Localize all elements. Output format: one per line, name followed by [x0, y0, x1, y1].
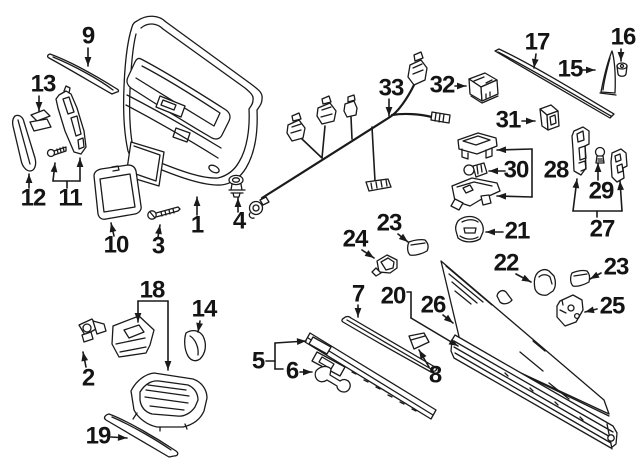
door-trim-panel-art [122, 15, 263, 187]
pad-23-left-art [406, 238, 429, 256]
clip-2-art [78, 318, 107, 343]
clip-13-art [29, 109, 52, 132]
clip-8-art [408, 332, 430, 350]
cover-21-art [454, 215, 484, 243]
grommet-16-art [616, 62, 628, 77]
hook-6-art [314, 365, 351, 393]
screw-3-art [147, 206, 181, 220]
pocket-18-art [111, 315, 208, 432]
wiring-harness-33-art [248, 51, 451, 219]
bracket-25-art [556, 294, 584, 327]
strip-12-art [11, 114, 37, 172]
sunshade-26-art [440, 260, 618, 450]
bracket-11-art [46, 85, 87, 158]
strip-7-art [341, 315, 438, 373]
cover-10-art [93, 164, 142, 220]
retainer-4-art [228, 174, 246, 198]
leader-lines [25, 47, 625, 441]
strip-19-art [103, 413, 179, 458]
lamp-assembly-30-28-art [450, 132, 501, 211]
hook-22-art [533, 268, 557, 296]
switch-32-art [468, 72, 499, 104]
armrest-strip-5-art [304, 332, 437, 420]
bracket-27-29-art [571, 126, 628, 183]
sail-trim-15-art [599, 50, 617, 96]
trim-14-art [184, 329, 207, 362]
switch-31-art [539, 104, 560, 131]
pad-23-right-art [569, 269, 591, 287]
bracket-24-art [371, 254, 398, 277]
belt-molding-17-art [494, 48, 615, 119]
trim-strip-9-art [46, 53, 120, 95]
